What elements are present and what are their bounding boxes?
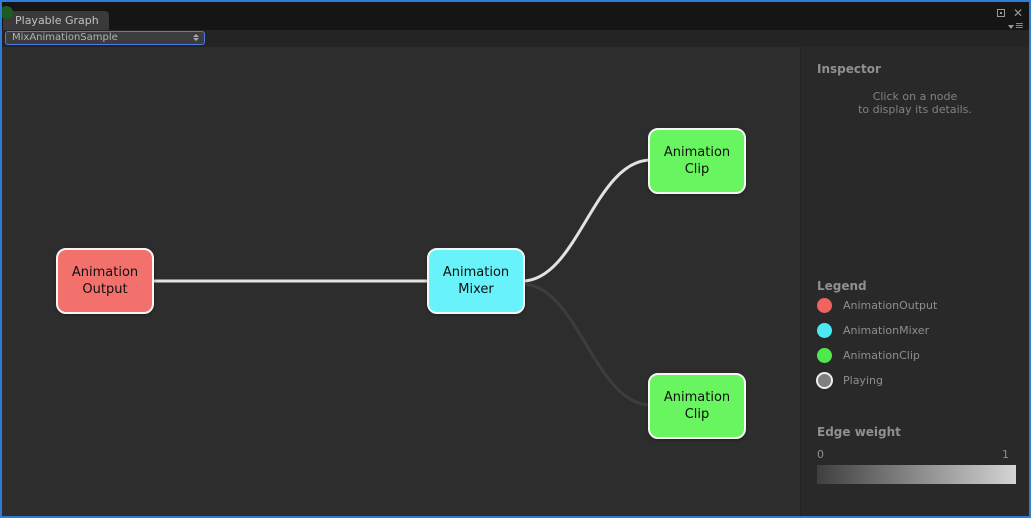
close-icon[interactable]: ✕	[1012, 6, 1023, 20]
node-label: Clip	[684, 162, 710, 177]
inspector-title: Inspector	[817, 62, 881, 76]
pane-menu-button[interactable]: ≡	[1007, 19, 1024, 32]
animation-mixer-dot-icon	[817, 323, 832, 338]
title-bar: Playable Graph ✕ ≡	[2, 2, 1029, 32]
node-animation-clip-top[interactable]: Animation Clip	[648, 128, 746, 194]
playing-dot-icon	[816, 372, 833, 389]
inspector-hint-line1: Click on a node	[872, 90, 958, 103]
node-animation-mixer[interactable]: Animation Mixer	[427, 248, 525, 314]
node-label: Animation	[71, 265, 139, 280]
green-status-dot-icon	[2, 6, 13, 19]
node-animation-clip-bottom[interactable]: Animation Clip	[648, 373, 746, 439]
dropdown-arrows-icon	[193, 34, 199, 41]
edge-weight-gradient	[817, 465, 1016, 484]
maximize-icon[interactable]	[996, 9, 1005, 17]
node-label: Clip	[684, 407, 710, 422]
node-label: Animation	[663, 145, 731, 160]
graph-canvas[interactable]: Animation Output Animation Mixer Animati…	[2, 47, 800, 516]
edge-mixer-to-clip-bottom	[521, 282, 652, 407]
node-label: Output	[82, 282, 128, 297]
node-label: Animation	[663, 390, 731, 405]
toolbar: MixAnimationSample	[2, 30, 1029, 47]
dropdown-triangle-icon	[1007, 25, 1014, 29]
hamburger-icon: ≡	[1014, 19, 1024, 32]
edge-weight-min-label: 0	[817, 448, 824, 461]
side-panel: Inspector Click on a node to display its…	[800, 47, 1029, 516]
legend-item-animation-clip: AnimationClip	[817, 343, 1013, 368]
legend-title: Legend	[817, 279, 867, 293]
edge-weight-title: Edge weight	[817, 425, 901, 439]
edge-weight-section: Edge weight 0 1	[801, 425, 1029, 484]
inspector-hint-line2: to display its details.	[858, 103, 972, 116]
tab-playable-graph[interactable]: Playable Graph	[3, 11, 109, 30]
inspector-section: Inspector Click on a node to display its…	[801, 62, 1029, 116]
legend-label: AnimationOutput	[843, 299, 938, 312]
legend-item-animation-mixer: AnimationMixer	[817, 318, 1013, 343]
graph-selector-value: MixAnimationSample	[12, 32, 118, 43]
edge-mixer-to-clip-top	[521, 158, 652, 283]
legend-label: AnimationClip	[843, 349, 920, 362]
legend-label: AnimationMixer	[843, 324, 930, 337]
edges-layer	[152, 158, 652, 407]
graph-selector-dropdown[interactable]: MixAnimationSample	[5, 31, 205, 45]
legend-item-animation-output: AnimationOutput	[817, 293, 1013, 318]
node-label: Animation	[442, 265, 510, 280]
legend-label: Playing	[843, 374, 883, 387]
node-label: Mixer	[458, 282, 494, 297]
edge-weight-max-label: 1	[1002, 448, 1009, 461]
node-animation-output[interactable]: Animation Output	[56, 248, 154, 314]
animation-output-dot-icon	[817, 298, 832, 313]
legend-item-playing: Playing	[816, 368, 1013, 393]
legend-section: Legend AnimationOutput AnimationMixer An…	[801, 279, 1029, 393]
animation-clip-dot-icon	[817, 348, 832, 363]
